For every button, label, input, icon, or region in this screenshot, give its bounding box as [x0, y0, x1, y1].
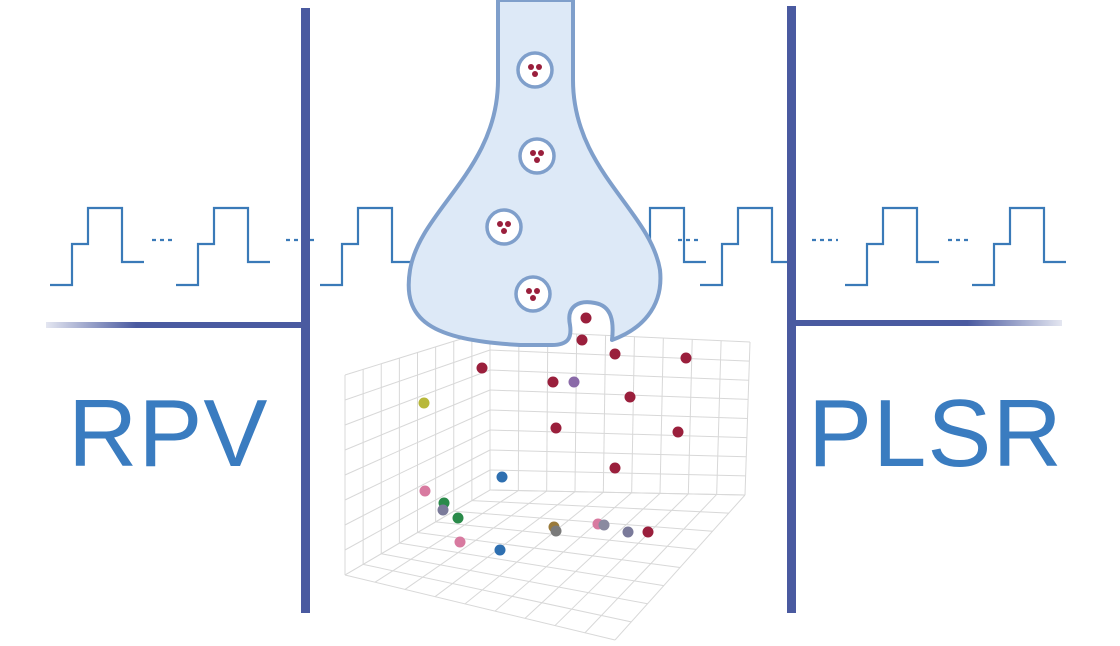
divider-right-vertical: [787, 6, 796, 613]
label-plsr: PLSR: [808, 380, 1063, 487]
vesicle-icon: [518, 137, 556, 175]
grid-line: [471, 500, 729, 514]
neurotransmitter-dot: [497, 221, 503, 227]
scatter-point: [580, 312, 592, 324]
grid-line: [489, 469, 746, 477]
grid-line: [453, 510, 713, 532]
grid-line: [399, 542, 664, 587]
label-rpv: RPV: [68, 380, 269, 487]
3d-scatter-plot-icon: [344, 312, 751, 641]
scatter-point: [550, 422, 562, 434]
pulse-icon: [972, 206, 1066, 287]
scatter-point: [622, 526, 634, 538]
scatter-point: [576, 334, 588, 346]
scatter-point: [550, 525, 562, 537]
grid-line: [344, 369, 491, 426]
synaptic-terminal-icon: [406, 0, 663, 347]
neurotransmitter-dot: [526, 288, 532, 294]
scatter-point: [568, 376, 580, 388]
scatter-point: [452, 512, 464, 524]
neurotransmitter-dot: [530, 295, 536, 301]
scatter-point: [598, 519, 610, 531]
grid-line: [344, 349, 491, 401]
scatter-point: [609, 348, 621, 360]
pulse-train-icon: [50, 206, 1066, 287]
neurotransmitter-dot: [505, 221, 511, 227]
neurotransmitter-dot: [528, 64, 534, 70]
pulse-icon: [845, 206, 939, 287]
pulse-icon: [50, 206, 144, 287]
grid-line: [489, 489, 746, 496]
pulse-icon: [176, 206, 270, 287]
vesicle-icon: [514, 275, 552, 313]
grid-line: [363, 563, 632, 623]
scatter-point: [494, 544, 506, 556]
grid-line: [344, 389, 491, 451]
scatter-point: [496, 471, 508, 483]
divider-left-horizontal: [46, 322, 304, 328]
scatter-point: [454, 536, 466, 548]
grid-line: [344, 429, 491, 501]
grid-line: [381, 553, 648, 605]
neurotransmitter-dot: [536, 64, 542, 70]
divider-right-horizontal: [792, 320, 1062, 326]
grid-line: [344, 469, 491, 551]
grid-line: [344, 409, 491, 476]
pulse-icon: [320, 206, 414, 287]
grid-line: [489, 409, 748, 419]
scatter-point: [624, 391, 636, 403]
dividers: [46, 6, 1062, 613]
vesicle-icon: [485, 208, 523, 246]
grid-line: [489, 429, 747, 439]
scatter-point: [418, 397, 430, 409]
neurotransmitter-dot: [534, 157, 540, 163]
grid-line: [344, 574, 616, 641]
grid-line: [435, 521, 697, 550]
neurotransmitter-dot: [534, 288, 540, 294]
scatter-point: [680, 352, 692, 364]
neurotransmitter-dot: [530, 150, 536, 156]
neurotransmitter-dot: [532, 71, 538, 77]
neurotransmitter-dot: [538, 150, 544, 156]
scatter-point: [547, 376, 559, 388]
scatter-point: [609, 462, 621, 474]
grid-line: [489, 389, 749, 400]
scatter-point: [672, 426, 684, 438]
grid-line: [489, 369, 749, 381]
grid-line: [489, 449, 747, 458]
scatter-point: [642, 526, 654, 538]
scatter-point: [476, 362, 488, 374]
vesicle-icon: [516, 51, 554, 89]
scatter-point: [419, 485, 431, 497]
divider-left-vertical: [301, 8, 310, 613]
pulse-icon: [700, 206, 794, 287]
scatter-point: [437, 504, 449, 516]
grid-line: [344, 449, 491, 526]
neurotransmitter-dot: [501, 228, 507, 234]
